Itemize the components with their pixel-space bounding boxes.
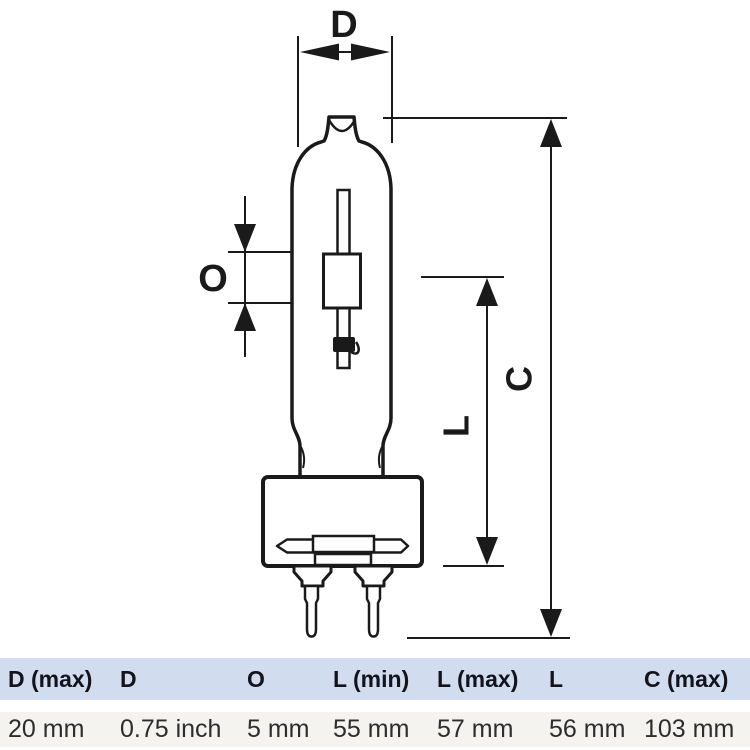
arc-tube-capsule bbox=[322, 252, 362, 310]
pin-left bbox=[303, 584, 320, 638]
value-d: 0.75 inch bbox=[120, 715, 222, 743]
value-c-max: 103 mm bbox=[644, 715, 735, 743]
header-o: O bbox=[247, 665, 265, 692]
dimension-table: D (max) D O L (min) L (max) L C (max) 20… bbox=[0, 658, 750, 750]
l-arrowhead-down bbox=[476, 537, 498, 565]
value-l-min: 55 mm bbox=[333, 715, 410, 743]
l-arrowhead-up bbox=[476, 278, 498, 306]
o-arrowhead-up bbox=[234, 303, 256, 331]
pin-collar-left bbox=[292, 564, 333, 588]
base-pins bbox=[292, 564, 394, 638]
dimension-c bbox=[383, 117, 570, 639]
base-key-tab bbox=[311, 534, 376, 554]
header-d: D bbox=[120, 665, 137, 692]
header-l: L bbox=[549, 665, 564, 692]
value-d-max: 20 mm bbox=[8, 715, 85, 743]
o-arrowhead-down bbox=[234, 224, 256, 252]
c-dimension-label: C bbox=[499, 366, 540, 392]
header-c-max: C (max) bbox=[644, 665, 729, 692]
value-o: 5 mm bbox=[247, 715, 310, 743]
pin-right bbox=[365, 584, 382, 638]
dimension-l bbox=[421, 276, 504, 567]
table-bottom-margin bbox=[0, 747, 750, 750]
pinch-seal-mark-right bbox=[377, 446, 383, 469]
dimension-table-header-row: D (max) D O L (min) L (max) L C (max) bbox=[0, 658, 750, 700]
exhaust-tip-dome bbox=[327, 119, 357, 133]
header-d-max: D (max) bbox=[8, 665, 93, 692]
dimension-o bbox=[228, 196, 293, 357]
header-l-min: L (min) bbox=[333, 665, 410, 692]
table-row-gap bbox=[0, 700, 750, 712]
pinch-seal-mark-left bbox=[300, 446, 306, 469]
c-arrowhead-up bbox=[540, 119, 562, 147]
l-dimension-label: L bbox=[436, 415, 477, 437]
o-dimension-label: O bbox=[198, 258, 228, 300]
getter-band bbox=[333, 337, 355, 352]
arc-tube-assembly bbox=[322, 188, 362, 370]
getter-wire bbox=[350, 341, 360, 355]
base-lower-tab bbox=[313, 552, 373, 567]
d-arrowhead-right bbox=[351, 43, 390, 61]
c-arrowhead-down bbox=[540, 609, 562, 637]
pin-collar-right bbox=[353, 564, 394, 588]
value-l: 56 mm bbox=[549, 715, 626, 743]
d-arrowhead-left bbox=[300, 43, 339, 61]
dimension-table-value-row: 20 mm 0.75 inch 5 mm 55 mm 57 mm 56 mm 1… bbox=[0, 712, 750, 747]
value-l-max: 57 mm bbox=[437, 715, 514, 743]
arc-tube-upper-stem bbox=[336, 188, 351, 256]
header-l-max: L (max) bbox=[437, 665, 519, 692]
d-dimension-label: D bbox=[330, 4, 357, 46]
lamp-diagram: D bbox=[198, 4, 570, 639]
